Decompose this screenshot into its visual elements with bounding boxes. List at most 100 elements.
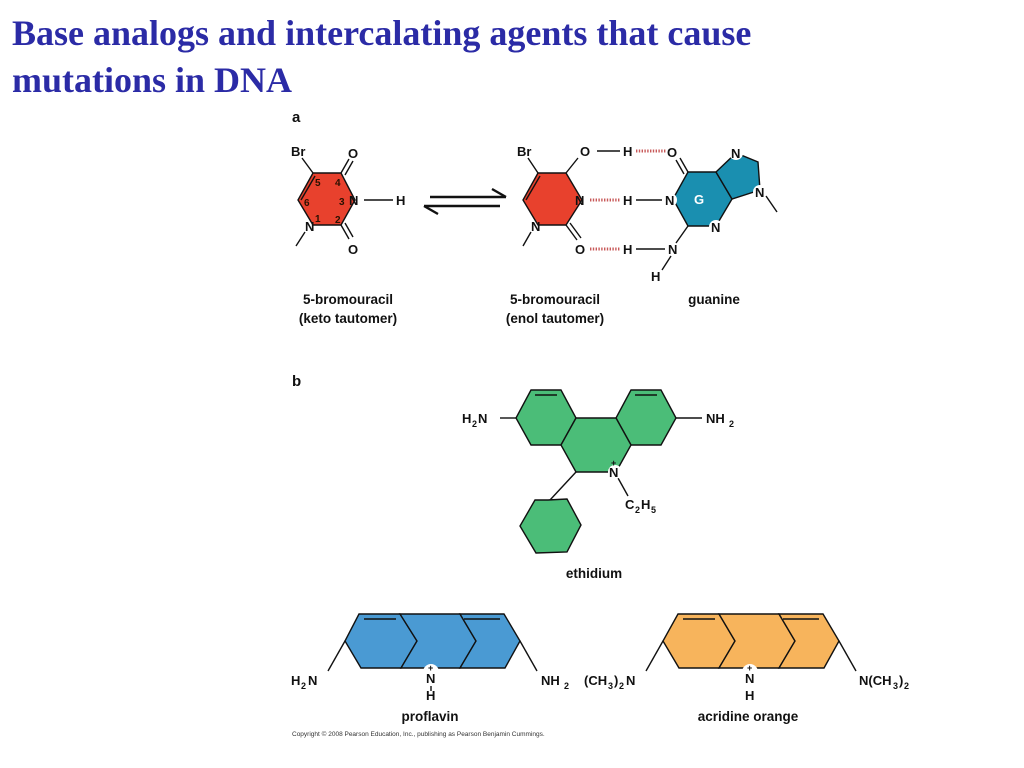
ethidium-left-sub: 2 [472, 419, 477, 429]
guanine-amino-h-bond-2 [661, 255, 672, 271]
keto-co-bottom-bond-2 [344, 222, 354, 238]
ethidium-ethyl-bond [617, 477, 629, 497]
acridine-orange-left-a: (CH [584, 673, 607, 688]
panel-b-label: b [292, 373, 301, 390]
ethidium-ethyl-c: C [625, 497, 635, 512]
guanine-ring-label: G [694, 192, 704, 207]
slide-title-line-1: Base analogs and intercalating agents th… [12, 13, 752, 53]
equilibrium-arrows [423, 187, 507, 216]
guanine-atom-n-amino: N [668, 242, 677, 257]
acridine-orange-left-n: N [626, 673, 635, 688]
proflavin-caption: proflavin [401, 709, 458, 724]
proflavin-charge: + [428, 663, 433, 673]
enol-atom-n-right: N [575, 193, 584, 208]
proflavin-right-amine-bond [519, 640, 538, 672]
proflavin-structure: H 2 N NH 2 N + H [291, 613, 569, 703]
keto-co-top-bond [340, 158, 350, 174]
enol-co-bottom-bond [565, 224, 578, 241]
proflavin-left-amine-bond [327, 640, 346, 672]
guanine-co-bond [679, 157, 689, 173]
ethidium-ethyl-c-sub: 2 [635, 505, 640, 515]
guanine-atom-h-amino-b: H [651, 269, 660, 284]
ethidium-phenyl-bond [549, 471, 577, 501]
ethidium-left-h: H [462, 411, 471, 426]
guanine-atom-o: O [667, 145, 677, 160]
proflavin-left-n: N [308, 673, 317, 688]
ethidium-n-halo [608, 465, 622, 479]
enol-bromouracil-ring [522, 172, 583, 226]
ethidium-structure: H 2 N NH 2 N + C 2 H 5 [462, 389, 734, 554]
ethidium-caption: ethidium [566, 566, 622, 581]
guanine-atom-n-methyl: N [755, 185, 764, 200]
guanine-atom-n-ring-low: N [711, 220, 720, 235]
enol-co-top-bond [565, 157, 579, 174]
guanine-n-top-halo [729, 146, 743, 160]
keto-ring-number-3: 3 [339, 197, 345, 208]
enol-co-bottom-bond-2 [569, 222, 582, 239]
acridine-orange-charge: + [747, 663, 752, 673]
enol-bromouracil-structure: Br O H N N O [517, 144, 632, 257]
proflavin-left-h: H [291, 673, 300, 688]
enol-atom-n-bottom: N [531, 219, 540, 234]
acridine-orange-structure: (CH 3 ) 2 N N(CH 3 ) 2 N + H [584, 613, 909, 703]
guanine-n-pair-halo [663, 193, 677, 207]
proflavin-right-sub: 2 [564, 681, 569, 691]
keto-atom-br: Br [291, 144, 305, 159]
ethidium-right-sub: 2 [729, 419, 734, 429]
guanine-co-bond-2 [675, 159, 685, 175]
guanine-amino-bond [675, 225, 689, 244]
guanine-atom-n-imid-top: N [731, 146, 740, 161]
enol-atom-h-top: H [623, 144, 632, 159]
acridine-orange-left-b: ) [614, 673, 618, 688]
slide-title-line-2: mutations in DNA [12, 60, 293, 100]
acridine-orange-n-halo [742, 664, 758, 680]
acridine-orange-right-a-sub: 3 [893, 681, 898, 691]
proflavin-n-halo [423, 664, 439, 680]
proflavin-left-sub: 2 [301, 681, 306, 691]
acridine-orange-right-a: N(CH [859, 673, 892, 688]
keto-caption-line-1: 5-bromouracil [303, 292, 393, 307]
acridine-orange-right-b: ) [899, 673, 903, 688]
guanine-structure: O N N N H N N H H G [623, 145, 778, 284]
keto-caption-line-2: (keto tautomer) [299, 311, 397, 326]
guanine-caption: guanine [688, 292, 740, 307]
keto-methyl-bond [295, 231, 306, 247]
keto-br-bond [301, 157, 314, 174]
keto-double-bond [300, 175, 316, 201]
acridine-orange-caption: acridine orange [698, 709, 799, 724]
proflavin-atom-n: N [426, 671, 435, 686]
keto-atom-h: H [396, 193, 405, 208]
keto-co-bottom-bond [340, 224, 350, 240]
acridine-orange-left-a-sub: 3 [608, 681, 613, 691]
acridine-orange-right-amine-bond [838, 640, 857, 672]
proflavin-ring-right [458, 613, 521, 669]
keto-ring-number-5: 5 [315, 178, 321, 189]
keto-atom-o-top: O [348, 146, 358, 161]
proflavin-right-nh: NH [541, 673, 560, 688]
guanine-atom-n-pair: N [665, 193, 674, 208]
keto-atom-n-right: N [349, 193, 358, 208]
acridine-orange-atom-n: N [745, 671, 754, 686]
keto-bromouracil-structure: Br O N H N O 1 2 3 4 5 6 [291, 144, 405, 257]
guanine-methyl-bond [765, 195, 778, 213]
keto-ring-number-1: 1 [315, 214, 321, 225]
enol-double-bond [525, 175, 541, 201]
ethidium-ring-middle [560, 417, 632, 473]
ethidium-ethyl-h-sub: 5 [651, 505, 656, 515]
ethidium-ring-phenyl [519, 498, 582, 554]
keto-ring-number-4: 4 [335, 178, 341, 189]
keto-atom-n-bottom: N [305, 219, 314, 234]
proflavin-atom-h: H [426, 688, 435, 703]
ethidium-left-n: N [478, 411, 487, 426]
guanine-atom-h-pair: H [623, 193, 632, 208]
enol-caption-line-2: (enol tautomer) [506, 311, 604, 326]
enol-methyl-bond [522, 231, 532, 247]
enol-atom-br: Br [517, 144, 531, 159]
acridine-orange-ring-right [777, 613, 840, 669]
ethidium-atom-n: N [609, 465, 618, 480]
acridine-orange-atom-h: H [745, 688, 754, 703]
acridine-orange-left-b-sub: 2 [619, 681, 624, 691]
ethidium-right-nh: NH [706, 411, 725, 426]
guanine-n-methyl-halo [753, 185, 767, 199]
